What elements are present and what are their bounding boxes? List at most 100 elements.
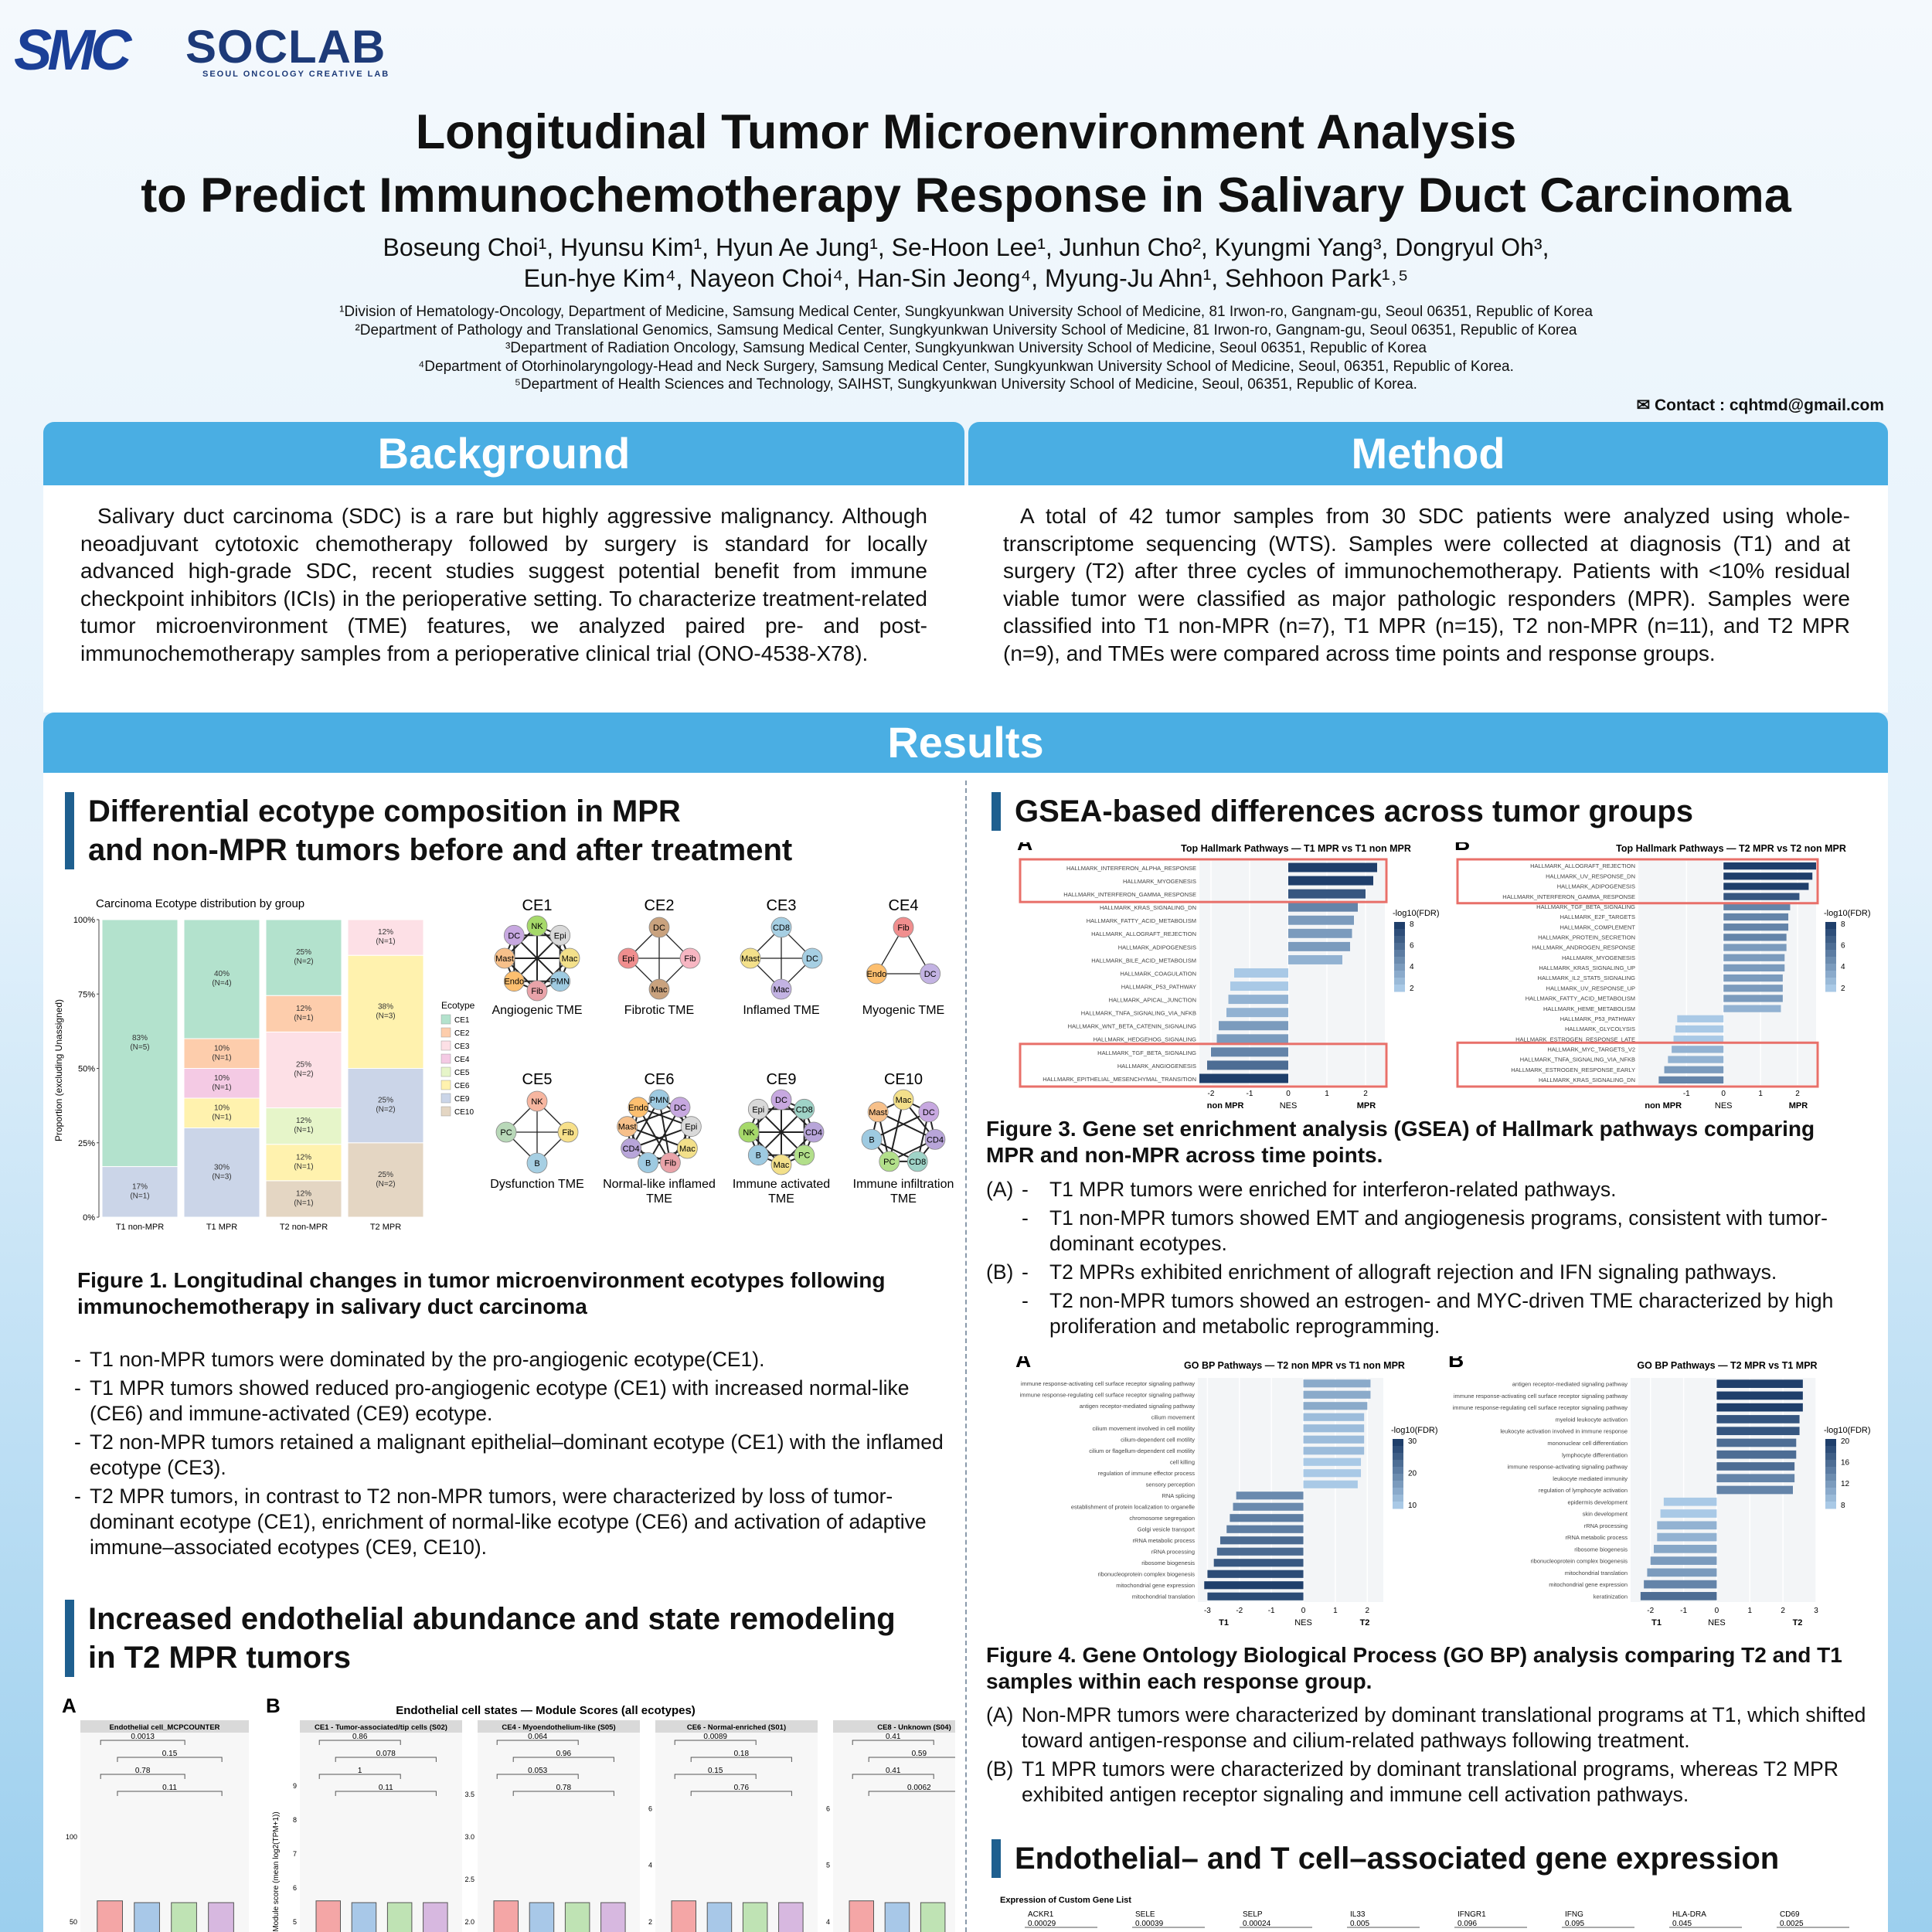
significance-bracket	[868, 1791, 955, 1796]
pathway-bar	[1716, 1450, 1797, 1459]
box	[849, 1900, 874, 1932]
finding-key: (B)	[986, 1260, 1014, 1284]
node-label: Mast	[618, 1123, 637, 1132]
highlight-box	[1456, 1041, 1819, 1088]
pathway-label: mitochondrial gene expression	[1549, 1581, 1628, 1588]
pathway-bar	[1288, 876, 1373, 886]
pathway-label: HALLMARK_HEME_METABOLISM	[1543, 1005, 1635, 1012]
box	[97, 1900, 123, 1932]
data-label: 12%	[296, 1153, 311, 1162]
network-node	[920, 963, 941, 985]
section-title-line: and non-MPR tumors before and after trea…	[88, 833, 793, 867]
network-node	[676, 1138, 698, 1159]
pathway-label: ribosome biogenesis	[1141, 1560, 1195, 1566]
data-label: (N=2)	[376, 1106, 395, 1114]
legend-tick: 10	[1408, 1502, 1417, 1510]
pathway-bar	[1207, 1592, 1304, 1600]
finding-item: -T2 non-MPR tumors showed an estrogen- a…	[986, 1288, 1875, 1339]
facet-strip	[80, 1720, 249, 1733]
y-tick-label: 75%	[78, 990, 95, 999]
y-axis-label: Module score (mean log2(TPM+1))	[272, 1811, 281, 1931]
stacked-bar-segment	[101, 1166, 179, 1218]
pathway-label: skin development	[1583, 1511, 1628, 1518]
stacked-bar-segment	[183, 1068, 260, 1099]
legend-tick: 2	[1410, 985, 1414, 993]
finding-item: T1 MPR tumors showed reduced pro-angioge…	[74, 1376, 955, 1427]
method-text: A total of 42 tumor samples from 30 SDC …	[1003, 504, 1850, 665]
legend-tick: 12	[1841, 1480, 1850, 1488]
x-tick-label: 2	[1795, 1090, 1800, 1098]
p-value-label: 0.86	[352, 1733, 368, 1741]
legend-gradient	[1825, 1453, 1836, 1461]
network-title: CE1	[522, 897, 553, 914]
significance-bracket	[318, 1740, 401, 1745]
legend-tick: 16	[1841, 1459, 1850, 1468]
contact-email[interactable]: ✉ Contact : cqhtmd@gmail.com	[1636, 396, 1884, 414]
network-label: Inflamed TME	[743, 1004, 819, 1017]
y-tick-label: 25%	[78, 1139, 95, 1148]
y-tick-label: 2.0	[464, 1918, 474, 1926]
legend-title: -log10(FDR)	[1824, 1426, 1871, 1435]
legend-label: CE5	[454, 1069, 470, 1077]
pathway-bar	[1303, 1402, 1368, 1410]
node-label: CD8	[773, 923, 790, 933]
box	[315, 1900, 341, 1932]
legend-label: CE4	[454, 1056, 470, 1064]
data-label: 83%	[132, 1034, 148, 1043]
p-value-label: 0.045	[1672, 1920, 1692, 1928]
network-node	[503, 924, 525, 946]
box	[778, 1902, 804, 1932]
affiliations: ¹Division of Hematology-Oncology, Depart…	[0, 303, 1932, 394]
legend-title: Ecotype	[441, 1000, 475, 1011]
p-value-label: 0.00029	[1028, 1920, 1056, 1928]
figure-title: Endothelial cell states — Module Scores …	[396, 1704, 696, 1717]
y-tick-label: 3.0	[464, 1833, 474, 1841]
pathway-bar	[1723, 995, 1783, 1002]
data-label: (N=1)	[376, 937, 395, 946]
data-label: (N=5)	[130, 1043, 149, 1052]
p-value-label: 0.76	[734, 1784, 750, 1792]
significance-bracket	[690, 1757, 792, 1762]
finding-text: T2 non-MPR tumors showed an estrogen- an…	[1049, 1289, 1834, 1338]
network-node	[648, 917, 670, 938]
network-node	[770, 917, 792, 938]
boxplot-facet: CE6 - Normal-enriched (S01)2460.00890.18…	[648, 1720, 818, 1932]
x-tick-label: -2	[1236, 1607, 1243, 1615]
pathway-label: ribonucleoprotein complex biogenesis	[1098, 1571, 1196, 1578]
legend-gradient	[1394, 929, 1405, 937]
pathway-label: HALLMARK_HEDGEHOG_SIGNALING	[1094, 1036, 1197, 1043]
x-tick-label: T1 MPR	[206, 1223, 237, 1232]
pathway-label: cilium or flagellum-dependent cell motil…	[1089, 1447, 1195, 1454]
data-label: (N=4)	[212, 979, 231, 988]
finding-item: (A)-T1 MPR tumors were enriched for inte…	[986, 1177, 1875, 1202]
network-edge	[877, 1111, 936, 1141]
node-label: CD4	[927, 1135, 944, 1145]
plot-background	[80, 1733, 249, 1932]
pathway-bar	[1677, 1015, 1724, 1022]
x-tick-label: 2	[1366, 1607, 1370, 1615]
facet-strip	[833, 1720, 955, 1733]
pathway-bar	[1647, 1568, 1717, 1577]
box	[742, 1902, 768, 1932]
data-label: 25%	[296, 948, 311, 957]
legend-tick: 20	[1841, 1437, 1850, 1446]
pathway-label: HALLMARK_GLYCOLYSIS	[1565, 1026, 1635, 1032]
p-value-label: 0.18	[734, 1750, 750, 1758]
pathway-bar	[1204, 1581, 1304, 1590]
box	[423, 1902, 448, 1932]
data-label: 25%	[378, 1097, 393, 1105]
node-label: B	[756, 1151, 761, 1161]
node-label: Mast	[741, 954, 760, 964]
pathway-bar	[1288, 954, 1342, 964]
significance-bracket	[117, 1791, 223, 1796]
pathway-bar	[1303, 1379, 1371, 1388]
data-label: 12%	[296, 1117, 311, 1125]
highlight-box	[1456, 858, 1819, 905]
legend-title: -log10(FDR)	[1393, 909, 1440, 918]
node-label: Fib	[531, 987, 543, 996]
x-tick-label: T1 non-MPR	[116, 1223, 164, 1232]
